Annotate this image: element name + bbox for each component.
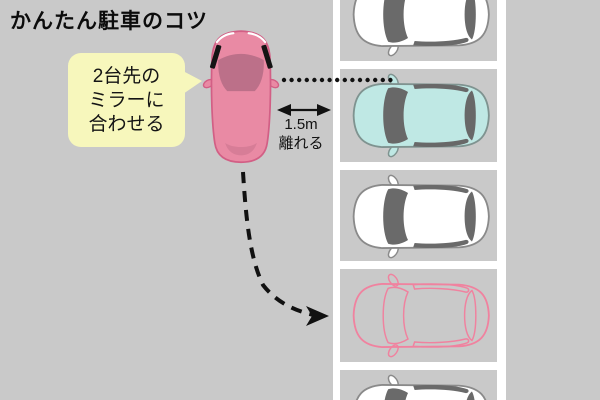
parked-car-top-partial — [352, 0, 490, 59]
parked-car-white — [352, 172, 490, 261]
callout-line-1: 2台先の — [92, 66, 161, 87]
parked-car-bottom-partial — [352, 372, 490, 400]
left-wiper-icon — [209, 44, 222, 69]
distance-value: 1.5m — [284, 116, 318, 133]
right-wiper-icon — [261, 44, 273, 69]
distance-action: 離れる — [278, 135, 324, 152]
callout-bubble: 2台先の ミラーに 合わせる — [68, 53, 185, 147]
page-title: かんたん駐車のコツ — [10, 10, 208, 33]
driver-car-pink — [202, 30, 280, 164]
callout-bubble-tail — [183, 71, 202, 94]
callout-line-3: 合わせる — [88, 114, 165, 135]
dashed-curve-arrow-icon — [241, 171, 329, 326]
callout-line-2: ミラーに — [88, 90, 165, 111]
target-ghost-car — [352, 271, 490, 360]
reference-car-cyan — [352, 71, 490, 160]
distance-label: 1.5m 離れる — [272, 115, 330, 153]
